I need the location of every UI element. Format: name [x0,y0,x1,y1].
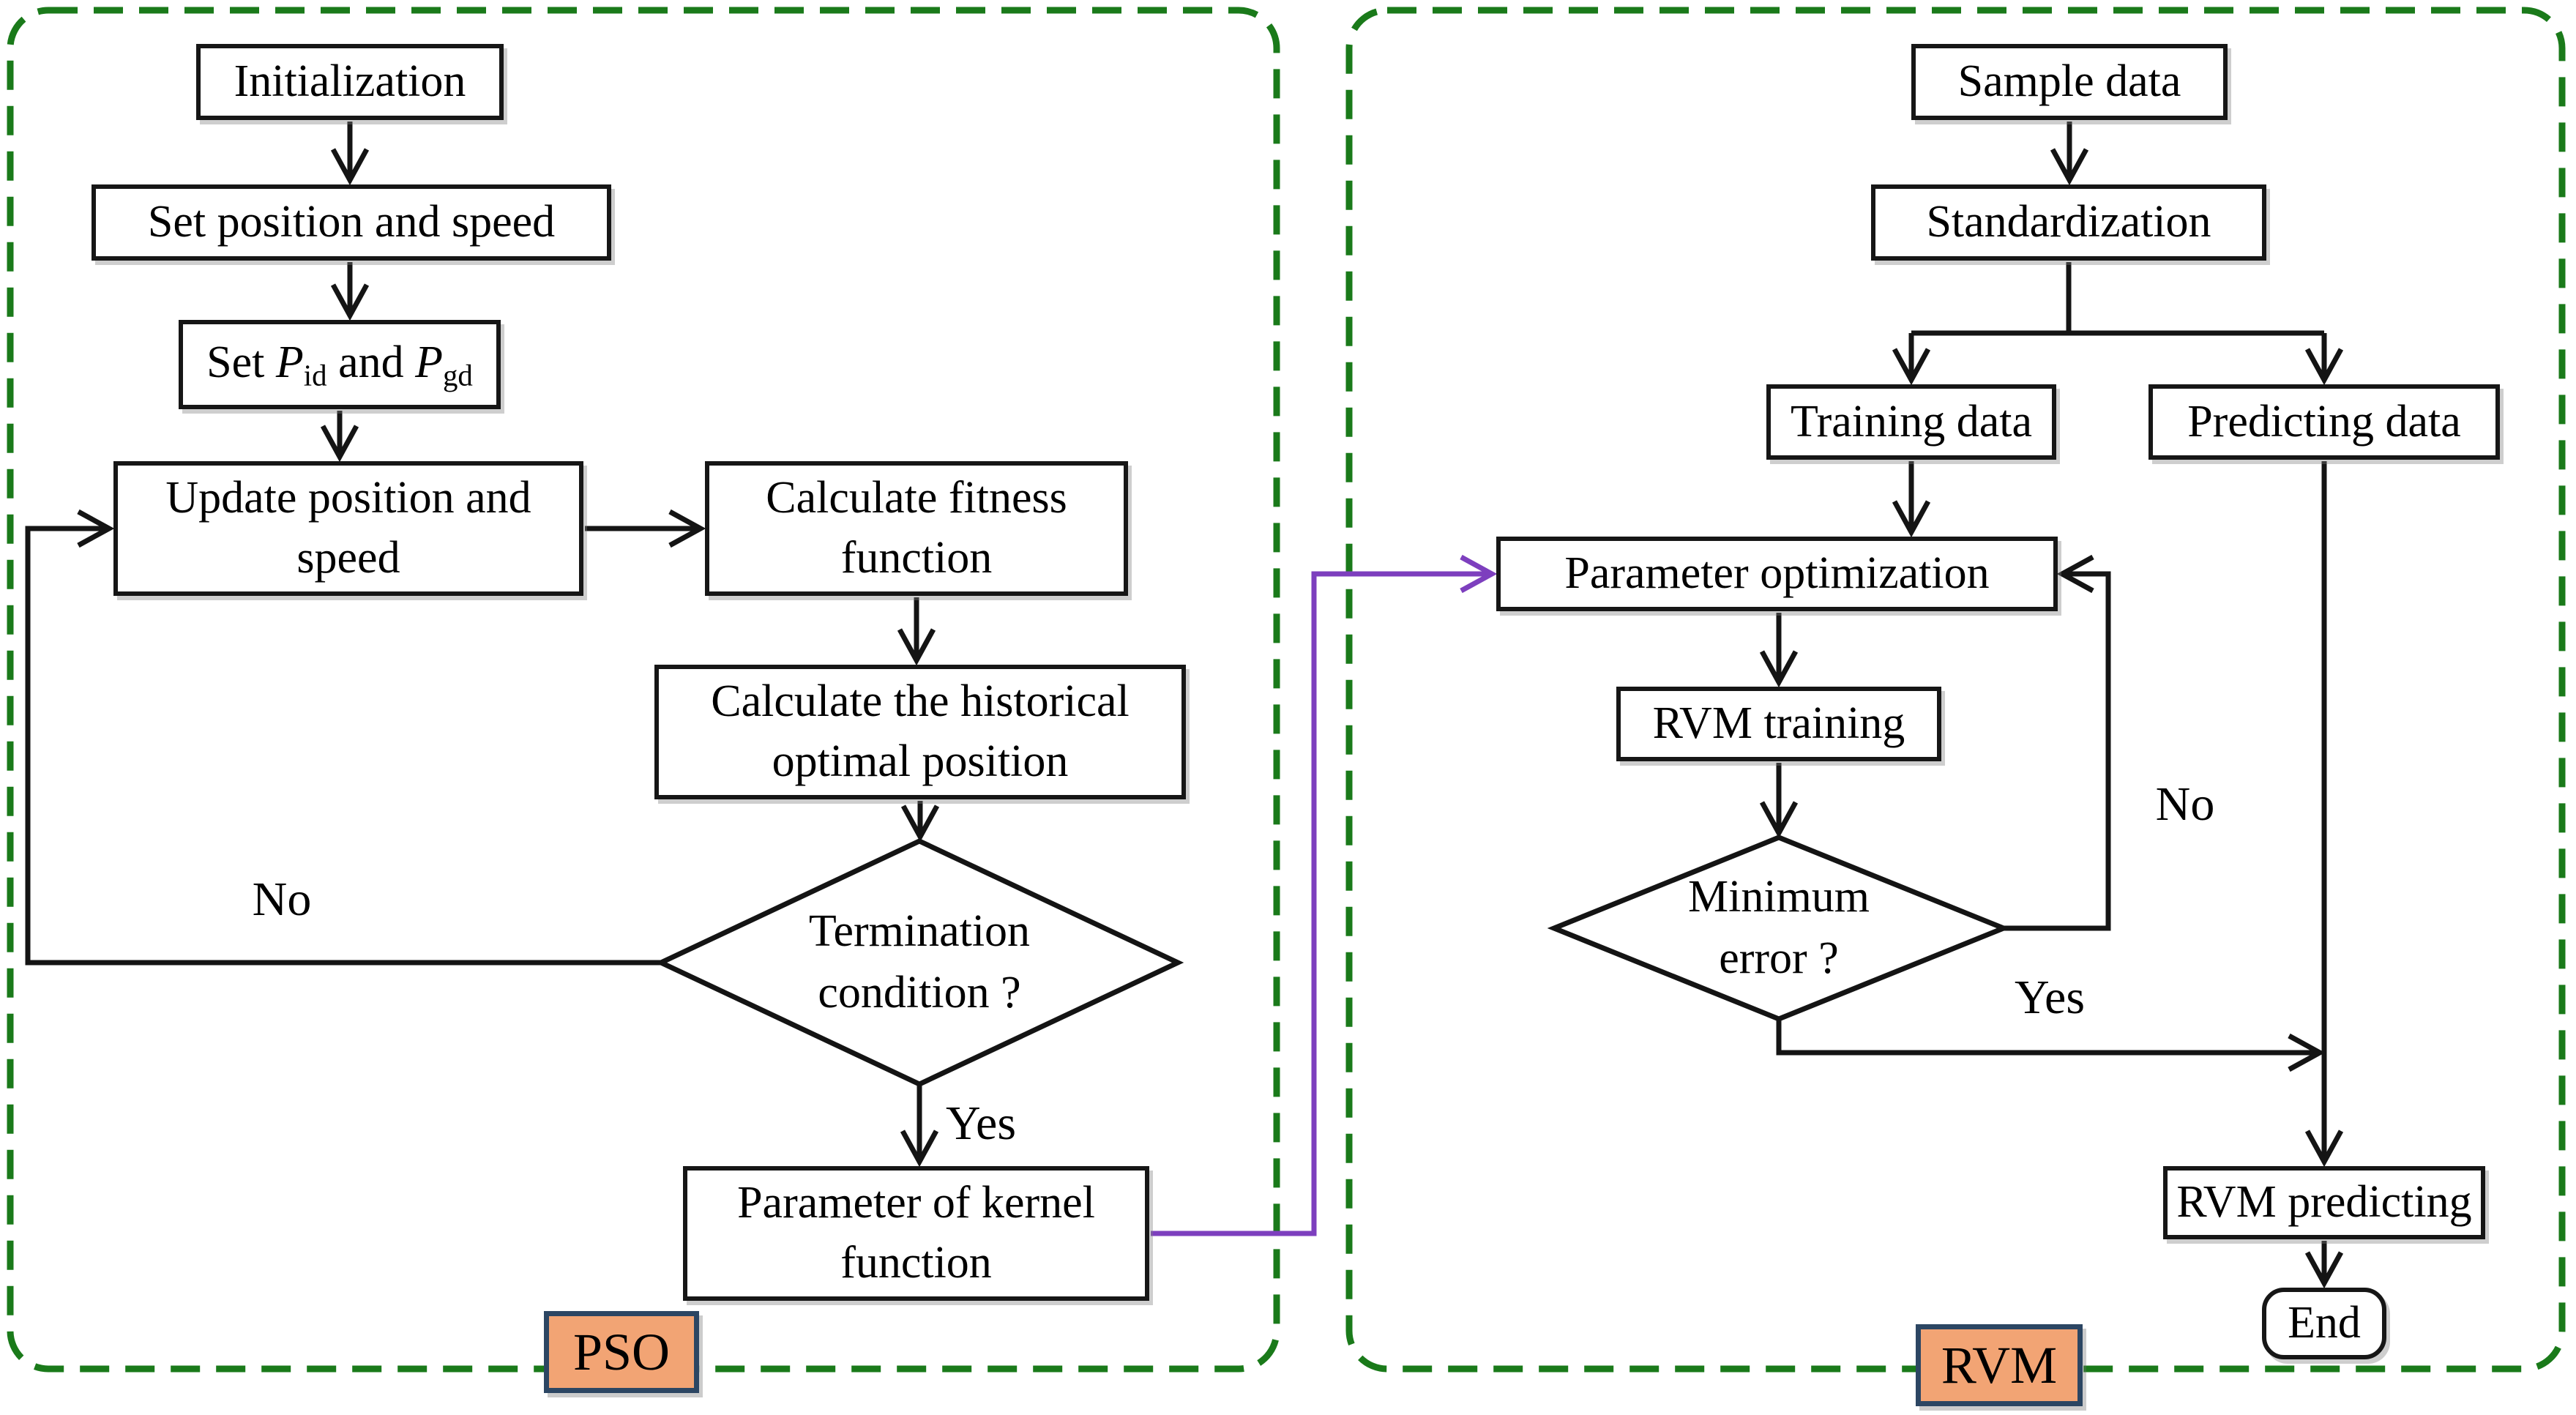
node-training-data-label: Training data [1790,396,2033,447]
node-sample-data: Sample data [1911,44,2228,120]
termination-condition-text: Termination condition ? [736,875,1102,1050]
edge-label-no-pso: No [252,873,312,926]
node-standardization: Standardization [1871,184,2266,261]
set-p-text: Set [206,337,276,388]
node-standardization-label: Standardization [1926,197,2211,247]
node-sample-data-label: Sample data [1957,56,2181,107]
edge-termination-no-loop [25,509,661,966]
p-id-subscript: id [303,359,327,392]
node-rvm-training: RVM training [1616,687,1941,761]
edge-minerror-yes [1776,1020,2326,1072]
edge-label-yes-pso: Yes [946,1097,1017,1150]
node-predicting-data-label: Predicting data [2187,396,2461,447]
minimum-error-diamond [1547,835,2011,1022]
pso-tag: PSO [544,1311,699,1393]
p-id-symbol: P [275,337,304,388]
node-end: End [2262,1288,2386,1359]
edge-label-no-rvm: No [2155,777,2215,831]
p-gd-subscript: gd [442,359,473,392]
node-parameter-kernel: Parameter of kernel function [683,1166,1149,1301]
node-set-pid-pgd-label: Set Pid and Pgd [206,333,473,395]
edge-label-yes-rvm: Yes [2014,971,2086,1024]
node-calculate-fitness-label: Calculate fitness function [766,473,1067,583]
node-predicting-data: Predicting data [2148,384,2500,460]
node-calculate-historical-label: Calculate the historical optimal positio… [711,676,1130,786]
node-initialization-label: Initialization [234,56,466,107]
termination-line-1: Termination [808,906,1031,957]
node-parameter-kernel-label: Parameter of kernel function [737,1178,1095,1288]
node-set-pid-pgd: Set Pid and Pgd [179,320,501,409]
p-gd-symbol: P [415,337,443,388]
edge-minerror-no-loop [2004,554,2111,931]
node-set-position-speed: Set position and speed [92,184,611,261]
minimum-error-line-2: error ? [1719,933,1839,983]
pso-tag-label: PSO [572,1322,671,1381]
rvm-tag: RVM [1916,1324,2083,1406]
termination-line-2: condition ? [818,968,1021,1018]
and-text: and [326,337,416,388]
minimum-error-text: Minimum error ? [1632,849,1925,1007]
node-rvm-predicting-label: RVM predicting [2176,1177,2472,1228]
termination-condition-diamond [654,838,1184,1087]
node-set-position-speed-label: Set position and speed [147,197,556,247]
node-calculate-fitness: Calculate fitness function [705,461,1128,596]
node-rvm-predicting: RVM predicting [2163,1166,2485,1239]
edge-kernel-to-paramopt-purple [1151,554,1498,1236]
node-update-position-speed-label: Update position and speed [165,473,531,583]
node-parameter-optimization-label: Parameter optimization [1564,548,1990,599]
node-parameter-optimization: Parameter optimization [1496,537,2058,611]
rvm-tag-label: RVM [1941,1335,2058,1395]
node-calculate-historical: Calculate the historical optimal positio… [654,665,1186,799]
node-training-data: Training data [1766,384,2056,460]
node-update-position-speed: Update position and speed [113,461,583,596]
node-end-label: End [2288,1298,2361,1348]
node-rvm-training-label: RVM training [1652,698,1905,749]
node-initialization: Initialization [196,44,504,120]
minimum-error-line-1: Minimum [1687,872,1870,922]
